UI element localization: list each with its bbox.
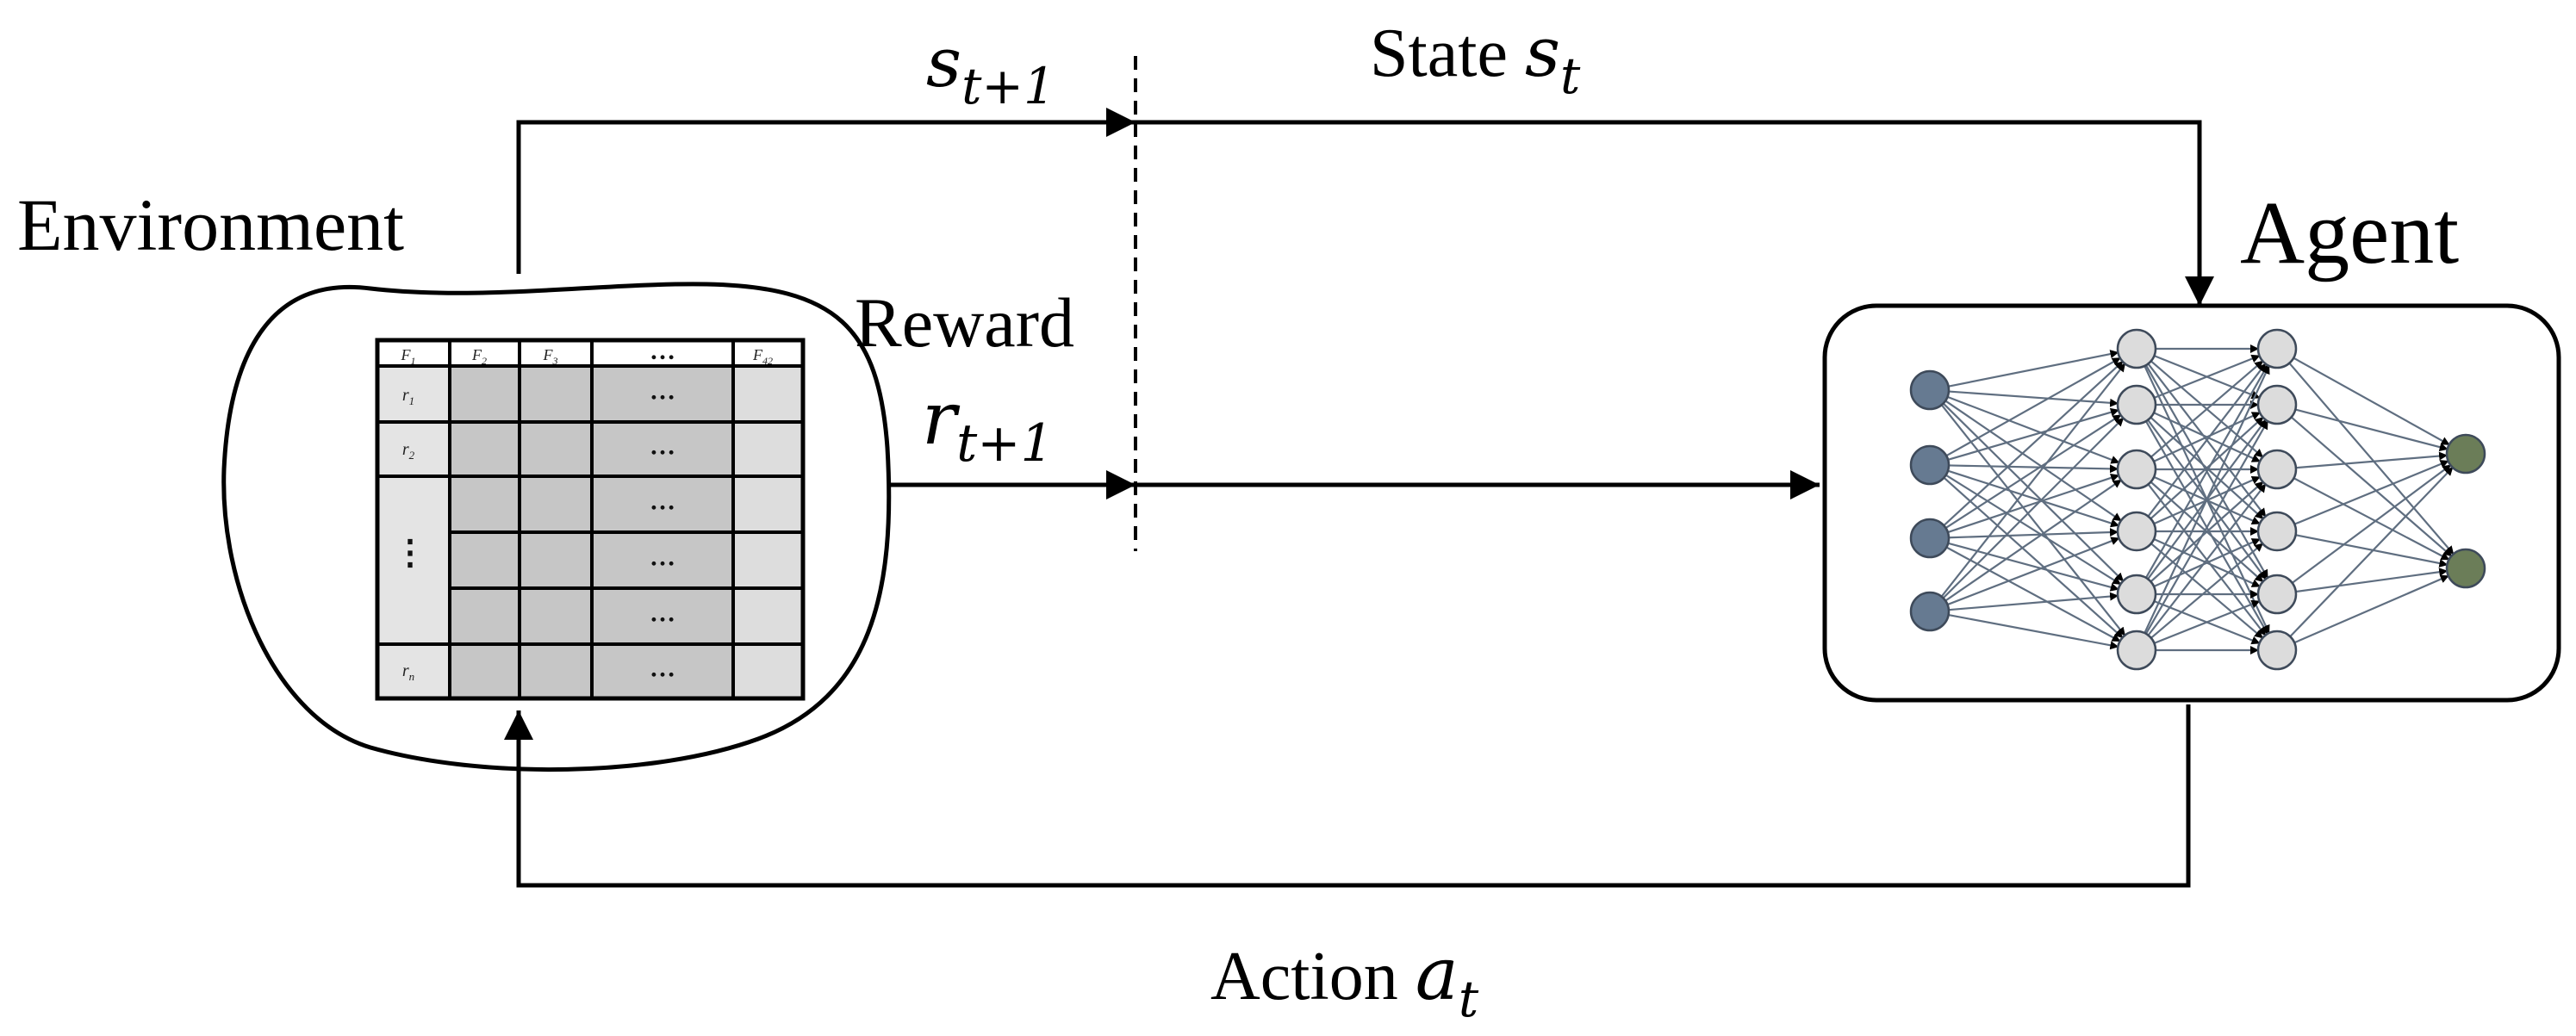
network-edge xyxy=(2288,362,2455,555)
table-row-label-column xyxy=(377,366,450,698)
network-edge xyxy=(1942,402,2125,582)
hidden-neuron xyxy=(2116,384,2157,425)
output-neuron xyxy=(2445,548,2486,589)
table-cell-ellipsis: … xyxy=(650,377,675,406)
network-edge xyxy=(1947,407,2119,461)
next-state-label: st+1 xyxy=(926,22,1055,115)
input-neuron xyxy=(1909,518,1951,559)
table-row-label: rn xyxy=(402,661,414,683)
table-cell-ellipsis: … xyxy=(650,432,675,461)
hidden-neuron xyxy=(2116,328,2157,369)
network-edge xyxy=(2154,599,2261,644)
network-edge xyxy=(1942,417,2125,599)
hidden-neuron xyxy=(2256,630,2298,671)
network-edge xyxy=(2289,467,2454,637)
state-arrow-to-agent xyxy=(1136,120,2214,306)
network-edge xyxy=(2150,543,2263,639)
reward-label: Reward xyxy=(855,283,1074,362)
network-edge xyxy=(1945,546,2121,642)
hidden-neuron xyxy=(2116,449,2157,490)
network-edge xyxy=(1948,390,2119,407)
network-edge xyxy=(2154,354,2261,399)
state-arrow-to-dashes xyxy=(516,108,1136,274)
network-edge xyxy=(2150,481,2264,583)
network-edge xyxy=(2293,460,2449,525)
table-header-cell: F1 xyxy=(401,346,416,367)
input-neuron xyxy=(1909,369,1951,411)
network-edge xyxy=(1948,528,2119,539)
network-edge xyxy=(1944,479,2122,602)
hidden-neuron xyxy=(2116,511,2157,552)
hidden-neuron xyxy=(2256,449,2298,490)
table-cell-ellipsis: … xyxy=(650,487,675,516)
network-edge xyxy=(2293,574,2449,644)
table-cell-ellipsis: … xyxy=(650,543,675,572)
network-edge xyxy=(2144,365,2270,634)
reward-symbol: rt+1 xyxy=(922,376,1054,474)
table-row-label: r1 xyxy=(402,386,414,407)
network-edge xyxy=(2147,483,2267,636)
network-edge xyxy=(2150,416,2264,520)
network-edge xyxy=(2295,408,2448,452)
network-edge xyxy=(1943,476,2124,639)
action-label: Action at xyxy=(1210,932,1479,1028)
network-edge xyxy=(2295,568,2448,593)
hidden-neuron xyxy=(2256,384,2298,425)
network-edge xyxy=(1948,350,2119,388)
network-edge xyxy=(2295,451,2448,469)
table-header-cell: F42 xyxy=(752,346,773,367)
hidden-neuron xyxy=(2256,328,2298,369)
network-edge xyxy=(1940,363,2126,598)
table-cell-ellipsis: … xyxy=(650,599,675,628)
network-edge xyxy=(1945,357,2121,457)
table-header-cell: F3 xyxy=(543,346,558,367)
hidden-neuron xyxy=(2256,574,2298,615)
network-edge xyxy=(1948,464,2119,474)
network-edge xyxy=(2290,416,2453,557)
network-edge xyxy=(2293,357,2450,446)
hidden-neuron xyxy=(2116,630,2157,671)
network-edge xyxy=(2147,363,2267,518)
network-connections xyxy=(1940,344,2455,654)
network-edge xyxy=(2291,464,2452,584)
table-header-cell: F2 xyxy=(471,346,487,367)
network-edge xyxy=(2293,477,2450,561)
table-row-label-ellipsis: ⋮ xyxy=(393,533,427,572)
network-edge xyxy=(1943,361,2124,526)
state-label: State st xyxy=(1370,12,1581,105)
action-arrow-to-environment xyxy=(504,704,2191,888)
network-edge xyxy=(1945,474,2122,586)
hidden-neuron xyxy=(2116,574,2157,615)
table-row-label: r2 xyxy=(402,440,415,462)
agent-neural-network xyxy=(1909,328,2486,671)
network-edge xyxy=(1947,469,2120,528)
input-neuron xyxy=(1909,444,1951,486)
network-edge xyxy=(1947,537,2120,606)
network-edge xyxy=(2153,412,2261,462)
environment-label: Environment xyxy=(17,183,404,266)
network-edge xyxy=(1948,592,2119,611)
environment-data-table: F1 F2 F3 … F42 r1 r2 ⋮ rn … … … … … … xyxy=(375,337,806,701)
network-edge xyxy=(1948,613,2119,650)
table-cell-ellipsis: … xyxy=(650,654,675,683)
agent-label: Agent xyxy=(2240,183,2459,282)
network-edge xyxy=(1944,414,2122,529)
network-edge xyxy=(2144,420,2269,635)
network-edge xyxy=(2144,364,2269,579)
hidden-neuron xyxy=(2256,511,2298,552)
output-neuron xyxy=(2445,433,2486,475)
network-edge xyxy=(1947,474,2120,534)
network-edge xyxy=(2150,360,2264,458)
network-edge xyxy=(2153,537,2261,588)
network-edge xyxy=(2295,534,2448,568)
table-header-ellipsis: … xyxy=(650,337,675,365)
input-neuron xyxy=(1909,591,1951,632)
